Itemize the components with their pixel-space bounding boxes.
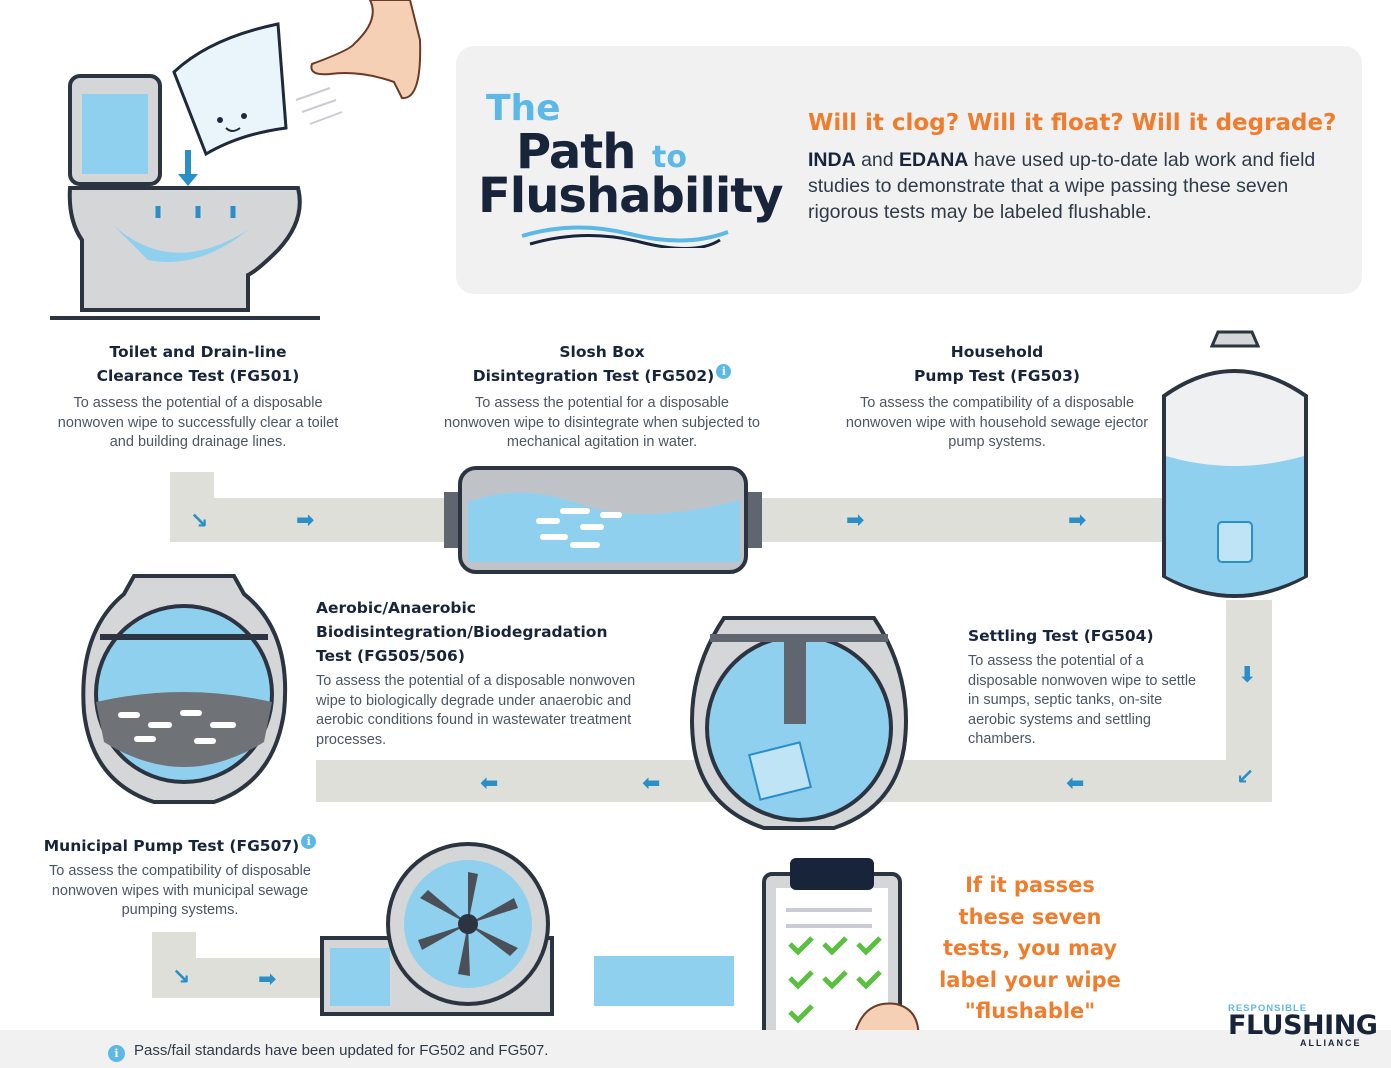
test-description: To assess the compatibility of disposabl… [49,863,311,918]
arrow-icon: ⬅ [480,770,499,795]
arrow-icon: ➡ [1068,507,1087,532]
test-title-line: Slosh Box [559,343,645,361]
arrow-icon: ➡ [846,507,865,532]
toilet-icon [50,74,320,320]
arrow-icon: ⬅ [1066,770,1085,795]
final-line: If it passes [965,873,1095,897]
logo-line-1: RESPONSIBLE [1228,1003,1308,1014]
wave-icon [521,225,729,248]
final-line: label your wipe [939,967,1121,992]
test-fg504: Settling Test (FG504) To assess the pote… [968,624,1198,750]
title-path: Path [516,124,636,180]
test-fg501: Toilet and Drain-line Clearance Test (FG… [48,340,348,453]
test-title-line: Toilet and Drain-line [109,343,287,361]
test-title-line: Clearance Test (FG501) [96,367,300,385]
test-description: To assess the potential for a disposable… [444,395,760,450]
test-fg502: Slosh Box Disintegration Test (FG502)i T… [442,340,762,453]
intro-body: have used up-to-date lab work and field … [808,149,1316,223]
test-description: To assess the potential of a disposable … [968,653,1197,747]
test-fg505-506: Aerobic/Anaerobic Biodisintegration/Biod… [316,596,656,750]
test-title-line: Aerobic/Anaerobic [316,599,476,617]
info-icon[interactable]: i [301,834,317,849]
arrow-icon: ➡ [258,966,277,991]
test-title-line: Pump Test (FG503) [914,367,1080,385]
final-message: If it passes these seven tests, you may … [930,870,1130,1028]
arrow-icon: ↙ [1236,764,1255,789]
test-description: To assess the potential of a disposable … [57,395,339,450]
org-edana: EDANA [899,149,969,171]
test-fg503: Household Pump Test (FG503) To assess th… [842,340,1152,453]
title-the: The [486,88,561,129]
title-to: to [652,140,687,175]
arrow-icon: ➡ [296,507,315,532]
arrow-icon: ⬅ [642,770,661,795]
test-title-line: Disintegration Test (FG502) [472,367,715,385]
test-title-line: Municipal Pump Test (FG507) [43,837,300,855]
pump-tank-icon [1162,330,1308,598]
bio-chamber-icon [81,574,288,804]
footer-bar [0,1030,1391,1068]
test-title-wrap: Municipal Pump Test (FG507)i [30,834,330,858]
intro-text: INDA and EDANA have used up-to-date lab … [808,147,1348,225]
final-line: these seven [958,904,1102,929]
municipal-pump-icon [320,842,734,1016]
header-panel [456,46,1362,294]
slosh-box-icon [444,466,762,574]
arrow-icon: ↘ [172,964,191,989]
test-title-line: Test (FG505/506) [316,647,465,665]
test-fg507: Municipal Pump Test (FG507)i To assess t… [30,834,330,921]
logo-line-3: ALLIANCE [1300,1038,1362,1048]
info-icon: i [108,1045,125,1062]
intro-and: and [855,149,900,171]
drain-pipe-bottom [152,958,352,998]
test-title-line: Settling Test (FG504) [968,627,1154,645]
test-title-line: Household [950,343,1044,361]
intro-question: Will it clog? Will it float? Will it deg… [808,110,1337,136]
arrow-icon: ⬇ [1238,662,1257,687]
checkmark-icon [788,936,882,1024]
final-line: tests, you may [942,936,1118,960]
info-icon[interactable]: i [716,364,732,379]
test-description: To assess the compatibility of a disposa… [845,395,1149,450]
test-title-wrap: Disintegration Test (FG502)i [442,364,762,388]
wipe-character-icon [172,22,288,157]
test-title-line: Biodisintegration/Biodegradation [316,623,608,641]
logo-line-2: FLUSHING [1228,1010,1378,1041]
org-inda: INDA [808,149,856,171]
settling-chamber-icon [690,616,908,830]
test-description: To assess the potential of a disposable … [316,673,636,748]
final-line: "flushable" [964,999,1096,1023]
clipboard-icon [762,858,902,1060]
hand-icon [295,0,422,125]
title-flushability: Flushability [478,168,783,224]
footnote: Pass/fail standards have been updated fo… [134,1042,549,1059]
arrow-icon: ↘ [190,508,209,533]
